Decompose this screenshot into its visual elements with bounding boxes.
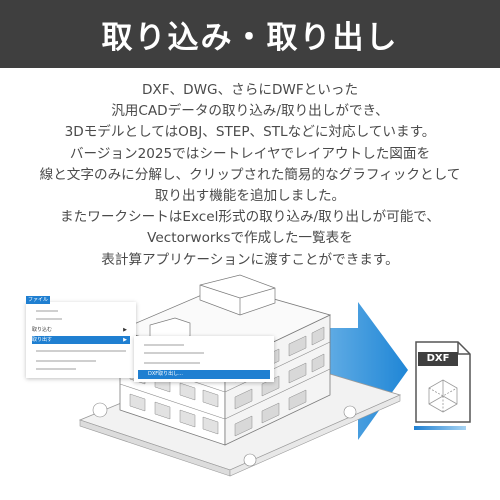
menu-placeholder-line	[36, 310, 58, 312]
description-line: 表計算アプリケーションに渡すことができます。	[101, 251, 399, 268]
menu-item-label: 取り込む	[32, 327, 53, 333]
file-type-label: DXF	[418, 352, 458, 366]
menu-placeholder-line	[36, 318, 62, 320]
menu-item-label: 取り出す	[32, 337, 53, 343]
file-menu-panel: 取り込む ▶ 取り出す ▶	[26, 302, 136, 378]
description-text: DXF、DWG、さらにDWFといった 汎用CADデータの取り込み/取り出しができ…	[0, 80, 500, 271]
chevron-right-icon: ▶	[123, 337, 127, 343]
header-banner: 取り込み・取り出し	[0, 0, 500, 68]
description-line: 3DモデルとしてはOBJ、STEP、STLなどに対応しています。	[64, 124, 436, 141]
menu-placeholder-line	[144, 352, 204, 354]
menu-placeholder-line	[36, 368, 76, 370]
chevron-right-icon: ▶	[123, 327, 127, 333]
submenu-item-dxf-export[interactable]: DXF取り出し...	[138, 370, 270, 379]
description-line: DXF、DWG、さらにDWFといった	[141, 82, 359, 98]
description-line: バージョン2025ではシートレイヤでレイアウトした図面を	[69, 145, 431, 162]
file-accent-bar	[414, 426, 466, 430]
description-line: またワークシートはExcel形式の取り込み/取り出しが可能で、	[60, 209, 440, 226]
tab-file[interactable]: ファイル	[26, 296, 50, 304]
description-line: Vectorworksで作成した一覧表を	[147, 230, 353, 247]
cube-icon	[428, 379, 458, 413]
export-submenu-panel: DXF取り出し...	[134, 336, 274, 382]
menu-placeholder-line	[144, 362, 200, 364]
menu-placeholder-line	[144, 344, 184, 346]
menu-placeholder-line	[36, 350, 126, 352]
menu-item-export[interactable]: 取り出す ▶	[32, 336, 130, 344]
page-title: 取り込み・取り出し	[101, 19, 399, 56]
description-line: 汎用CADデータの取り込み/取り出しができ、	[111, 103, 389, 120]
description-line: 線と文字のみに分解し、クリップされた簡易的なグラフィックとして	[39, 166, 461, 183]
description-line: 取り出す機能を追加しました。	[154, 188, 346, 205]
menu-placeholder-line	[36, 360, 96, 362]
menu-item-import[interactable]: 取り込む ▶	[32, 326, 130, 334]
